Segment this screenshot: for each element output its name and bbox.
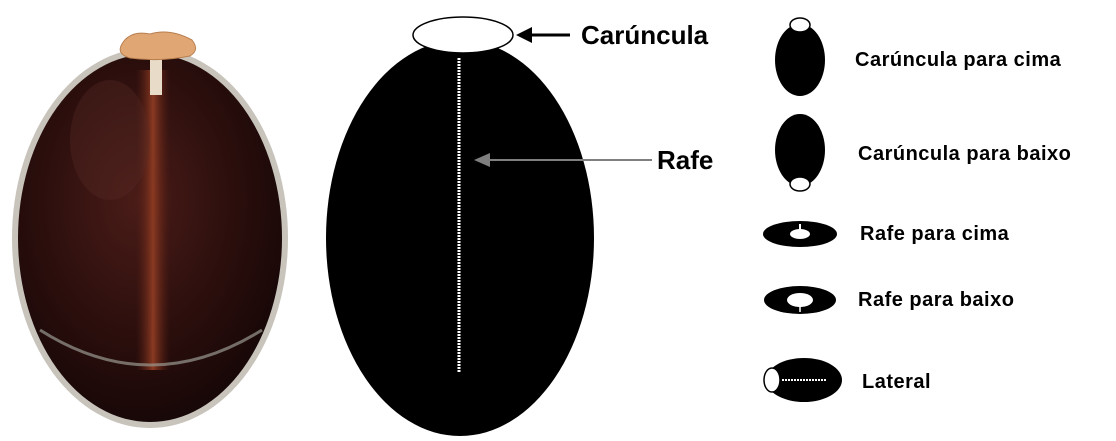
seed-raphe-up-icon (763, 221, 837, 247)
caruncula-label: Carúncula (581, 22, 708, 48)
orientation-label-raphe-down: Rafe para baixo (858, 290, 1014, 310)
seed-photo-highlight (70, 80, 150, 200)
orientation-label-caruncle-up: Carúncula para cima (855, 50, 1061, 70)
seed-photo-raphe-top (150, 55, 162, 95)
orientation-label-raphe-up: Rafe para cima (860, 224, 1009, 244)
seed-caruncle-down-icon (775, 114, 825, 191)
seed-lateral-icon (764, 358, 842, 402)
caruncula-arrow (516, 27, 570, 43)
orientation-label-caruncle-down: Carúncula para baixo (858, 144, 1071, 164)
seed-raphe-down-icon (764, 286, 836, 314)
schematic-caruncle (413, 17, 513, 53)
seed-caruncle-up-icon (775, 18, 825, 96)
rafe-label: Rafe (657, 147, 713, 173)
schematic-seed (326, 17, 594, 436)
orientation-label-lateral: Lateral (862, 372, 931, 392)
seed-photo-caruncle (120, 32, 195, 60)
seed-photo (12, 32, 288, 428)
